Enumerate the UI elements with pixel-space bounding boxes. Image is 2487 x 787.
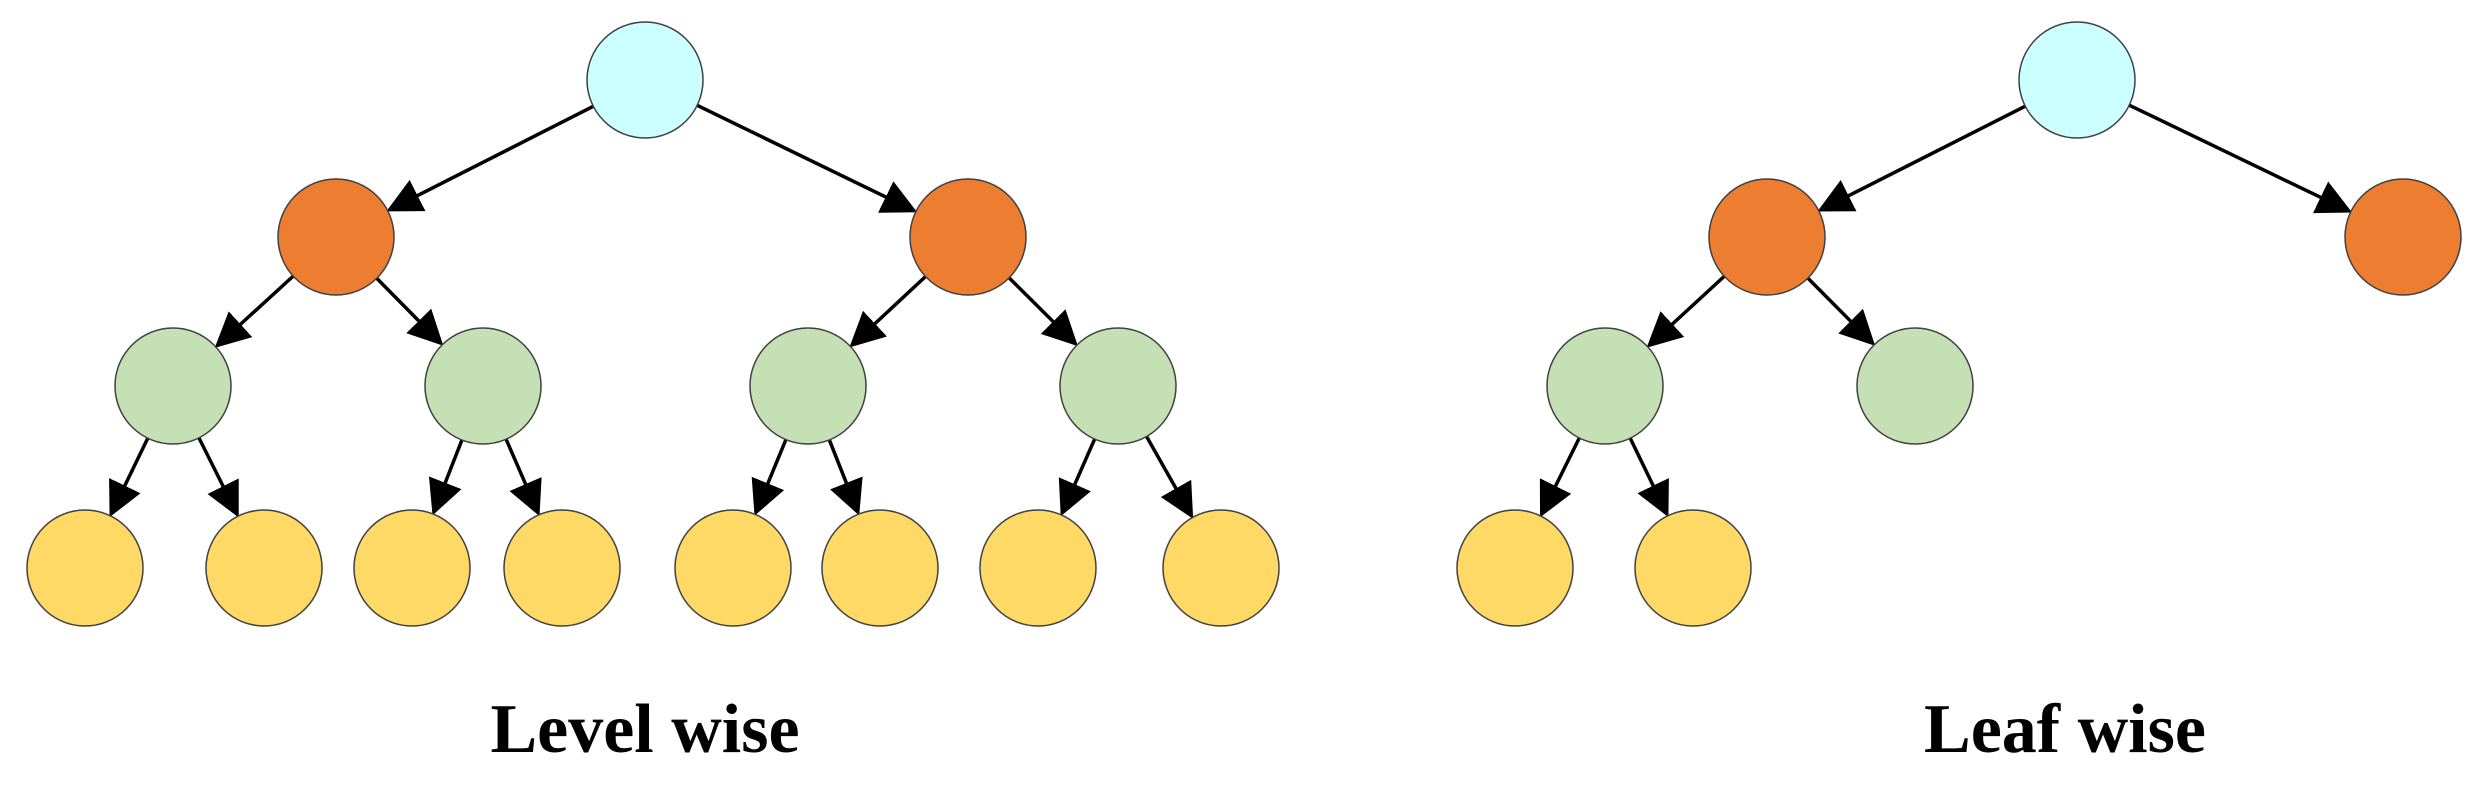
edge-arrow: [849, 275, 927, 348]
edge-arrow: [696, 103, 918, 213]
nodes-layer: [26, 21, 2462, 627]
level-wise-node-level3: [353, 509, 471, 627]
edge-arrow: [1817, 104, 2027, 212]
edge-arrow: [214, 274, 295, 348]
level-wise-node-level3: [503, 509, 621, 627]
level-wise-node-level3: [821, 509, 939, 627]
edge-arrow: [751, 438, 788, 516]
edge-arrow: [827, 439, 863, 516]
edge-arrow: [1806, 276, 1876, 346]
level-wise-node-level2: [114, 327, 232, 445]
level-wise-caption: Level wise: [490, 691, 800, 768]
edge-arrow: [1539, 437, 1581, 518]
edge-arrow: [386, 104, 595, 212]
edge-arrow: [504, 438, 542, 517]
edges-layer: [109, 103, 2353, 519]
level-wise-node-root: [586, 21, 704, 139]
edge-arrow: [2128, 103, 2353, 214]
level-wise-node-level2: [424, 327, 542, 445]
edge-arrow: [1646, 274, 1726, 348]
level-wise-node-level3: [1162, 509, 1280, 627]
leaf-wise-node-level3: [1634, 509, 1752, 627]
level-wise-node-level3: [205, 509, 323, 627]
edge-arrow: [1628, 437, 1669, 518]
leaf-wise-node-level3: [1456, 509, 1574, 627]
leaf-wise-node-root: [2018, 21, 2136, 139]
level-wise-node-level1: [909, 178, 1027, 296]
edge-arrow: [1007, 276, 1078, 347]
level-wise-node-level2: [1059, 327, 1177, 445]
edge-arrow: [375, 277, 444, 346]
leaf-wise-node-level2: [1546, 327, 1664, 445]
leaf-wise-caption: Leaf wise: [1924, 691, 2206, 768]
level-wise-node-level2: [749, 327, 867, 445]
level-wise-node-level3: [26, 509, 144, 627]
leaf-wise-node-level1: [1708, 178, 1826, 296]
edge-arrow: [1058, 438, 1097, 517]
leaf-wise-node-level1: [2344, 178, 2462, 296]
level-wise-node-level3: [979, 509, 1097, 627]
edge-arrow: [428, 439, 464, 516]
edge-arrow: [109, 437, 150, 518]
leaf-wise-node-level2: [1856, 327, 1974, 445]
level-wise-node-level1: [277, 178, 395, 296]
level-wise-node-level3: [674, 509, 792, 627]
edge-arrow: [1145, 435, 1194, 519]
edge-arrow: [197, 437, 239, 518]
